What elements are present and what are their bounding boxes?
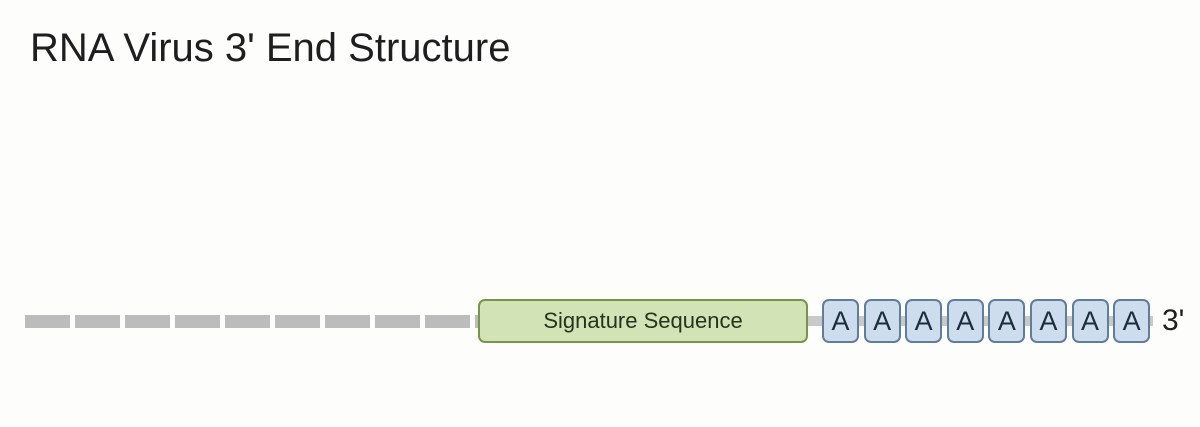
- poly-a-unit: A: [1029, 299, 1067, 343]
- poly-a-unit: A: [905, 299, 943, 343]
- poly-a-unit-label: A: [1039, 305, 1058, 336]
- poly-a-unit-label: A: [873, 305, 892, 336]
- rna-genome-dashed-line: [25, 315, 480, 328]
- signature-sequence-box: Signature Sequence: [478, 299, 808, 343]
- poly-a-unit: A: [988, 299, 1026, 343]
- poly-a-unit: A: [822, 299, 859, 343]
- signature-sequence-label: Signature Sequence: [543, 308, 743, 333]
- poly-a-unit-label: A: [956, 305, 975, 336]
- poly-a-tail: A A A A A A A A: [822, 299, 1151, 343]
- poly-a-unit-label: A: [1081, 305, 1100, 336]
- poly-a-unit-label: A: [1122, 305, 1141, 336]
- poly-a-unit: A: [946, 299, 984, 343]
- page-title: RNA Virus 3' End Structure: [30, 26, 511, 70]
- three-prime-end-label: 3': [1162, 304, 1185, 337]
- poly-a-unit: A: [1071, 299, 1109, 343]
- poly-a-unit: A: [1113, 299, 1151, 343]
- poly-a-unit-label: A: [831, 305, 850, 336]
- poly-a-unit-label: A: [997, 305, 1016, 336]
- poly-a-unit-label: A: [914, 305, 933, 336]
- diagram-row: Signature Sequence A A A A A A A: [0, 299, 1200, 343]
- poly-a-unit: A: [863, 299, 901, 343]
